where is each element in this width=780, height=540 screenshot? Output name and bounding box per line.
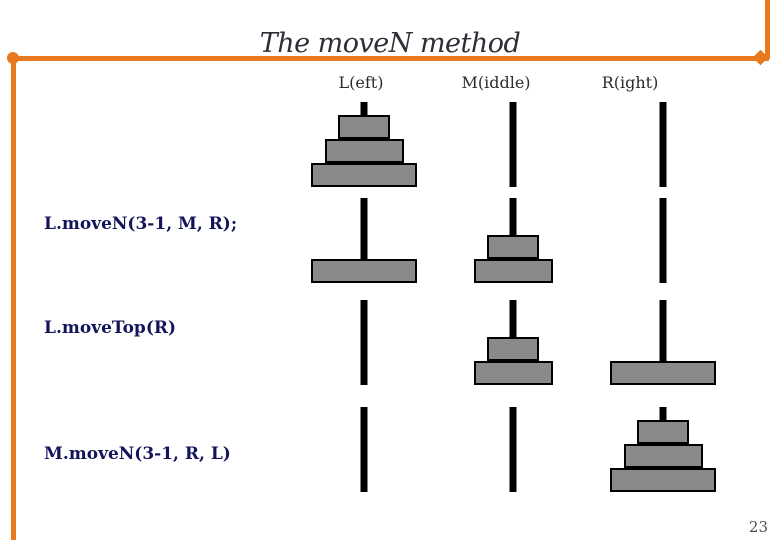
peg bbox=[360, 407, 368, 492]
disk-medium bbox=[473, 259, 553, 283]
disk-large bbox=[610, 361, 716, 385]
disk-stack bbox=[603, 361, 723, 385]
peg bbox=[360, 300, 368, 385]
step-label-move-top: L.moveTop(R) bbox=[44, 318, 177, 338]
tower-L-step-1 bbox=[304, 198, 424, 283]
step-label-move-n-second: M.moveN(3-1, R, L) bbox=[44, 444, 231, 464]
tower-L-step-0 bbox=[304, 102, 424, 187]
peg bbox=[659, 300, 667, 385]
tower-R-step-1 bbox=[603, 198, 723, 283]
peg bbox=[659, 102, 667, 187]
tower-M-step-3 bbox=[453, 407, 573, 492]
disk-small bbox=[637, 420, 689, 444]
disk-medium bbox=[623, 444, 703, 468]
disk-small bbox=[487, 337, 539, 361]
disk-large bbox=[311, 163, 417, 187]
tower-L-step-2 bbox=[304, 300, 424, 385]
column-header-right: R(ight) bbox=[601, 73, 659, 92]
column-header-middle: M(iddle) bbox=[461, 73, 531, 92]
peg bbox=[360, 198, 368, 283]
page-number: 23 bbox=[748, 518, 768, 536]
disk-stack bbox=[304, 259, 424, 283]
accent-border-left bbox=[11, 56, 16, 540]
accent-border-dot bbox=[7, 52, 19, 64]
accent-border-horizontal bbox=[12, 56, 769, 61]
disk-medium bbox=[473, 361, 553, 385]
tower-M-step-2 bbox=[453, 300, 573, 385]
peg bbox=[659, 198, 667, 283]
disk-small bbox=[487, 235, 539, 259]
tower-R-step-3 bbox=[603, 407, 723, 492]
disk-medium bbox=[324, 139, 404, 163]
disk-stack bbox=[453, 235, 573, 283]
disk-stack bbox=[453, 337, 573, 385]
tower-R-step-0 bbox=[603, 102, 723, 187]
step-label-move-n-first: L.moveN(3-1, M, R); bbox=[44, 214, 238, 234]
disk-small bbox=[338, 115, 390, 139]
tower-R-step-2 bbox=[603, 300, 723, 385]
disk-stack bbox=[304, 115, 424, 187]
page-title: The moveN method bbox=[259, 28, 521, 60]
disk-stack bbox=[603, 420, 723, 492]
column-header-left: L(eft) bbox=[338, 73, 384, 92]
peg bbox=[509, 102, 517, 187]
tower-M-step-1 bbox=[453, 198, 573, 283]
disk-large bbox=[610, 468, 716, 492]
disk-large bbox=[311, 259, 417, 283]
tower-L-step-3 bbox=[304, 407, 424, 492]
tower-M-step-0 bbox=[453, 102, 573, 187]
accent-border-right-top bbox=[765, 0, 770, 59]
peg bbox=[509, 407, 517, 492]
